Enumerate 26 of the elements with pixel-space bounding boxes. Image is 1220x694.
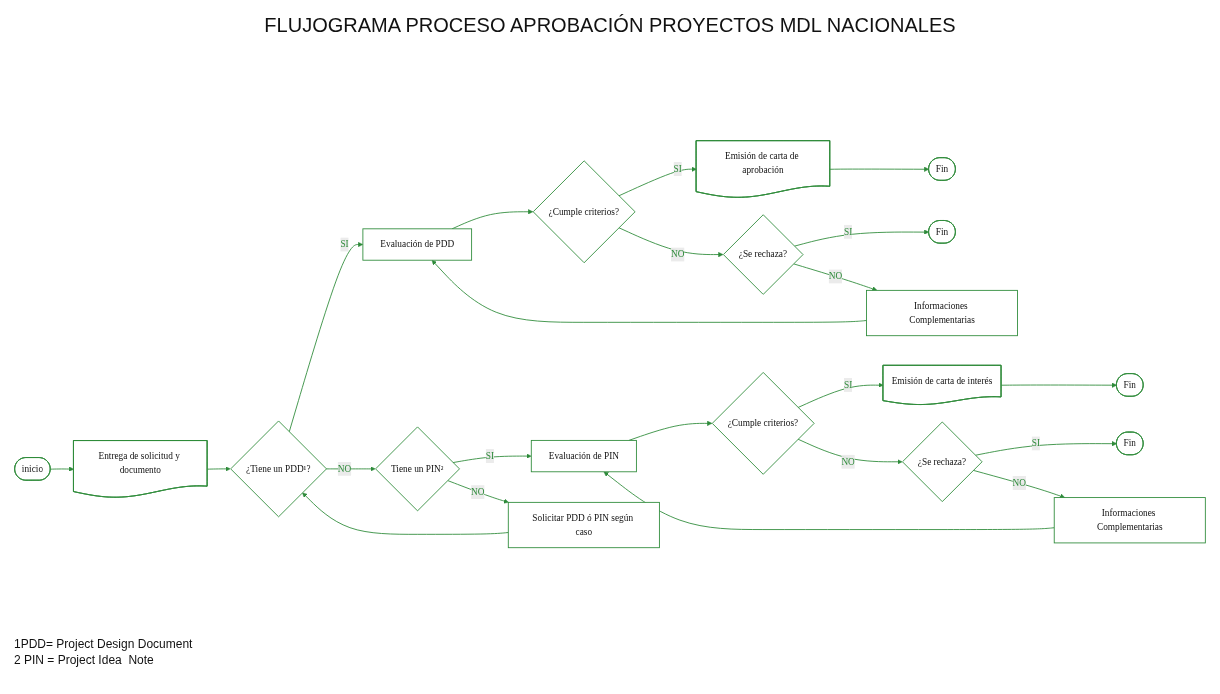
node-diamond: Tiene un PIN² <box>375 426 460 512</box>
node-diamond: ¿Cumple criterios? <box>711 371 815 475</box>
edge-label: SI <box>340 239 349 249</box>
node-box: Informaciones Complementarias <box>1053 496 1206 544</box>
node-box: Evaluación de PDD <box>362 228 473 261</box>
edge-label: SI <box>485 450 495 461</box>
edge-label: SI <box>843 379 853 390</box>
footnote: 2 PIN = Project Idea Note <box>14 652 155 668</box>
footnote: 1PDD= Project Design Document <box>14 636 193 652</box>
node-diamond: ¿Tiene un PDD¹? <box>230 420 327 518</box>
node-diamond: ¿Cumple criterios? <box>532 160 636 263</box>
edge-label: NO <box>471 486 485 497</box>
diagram-title: FLUJOGRAMA PROCESO APROBACIÓN PROYECTOS MDL NACIONALES <box>263 14 957 37</box>
node-diamond: ¿Se rechaza? <box>902 421 983 502</box>
node-box: Evaluación de PIN <box>530 439 637 473</box>
edge-label: SI <box>843 226 853 237</box>
edge-label: NO <box>828 271 843 281</box>
node-diamond: ¿Se rechaza? <box>722 214 804 295</box>
edge-label: NO <box>1012 477 1027 488</box>
edge-label: NO <box>671 249 685 260</box>
edge-label: NO <box>337 463 352 474</box>
node-box: Solicitar PDD ó PIN según caso <box>507 501 660 548</box>
edge-label: NO <box>841 456 855 467</box>
edge-label: SI <box>1031 438 1041 448</box>
edge-label: SI <box>673 163 682 174</box>
node-box: Informaciones Complementarias <box>866 289 1018 336</box>
